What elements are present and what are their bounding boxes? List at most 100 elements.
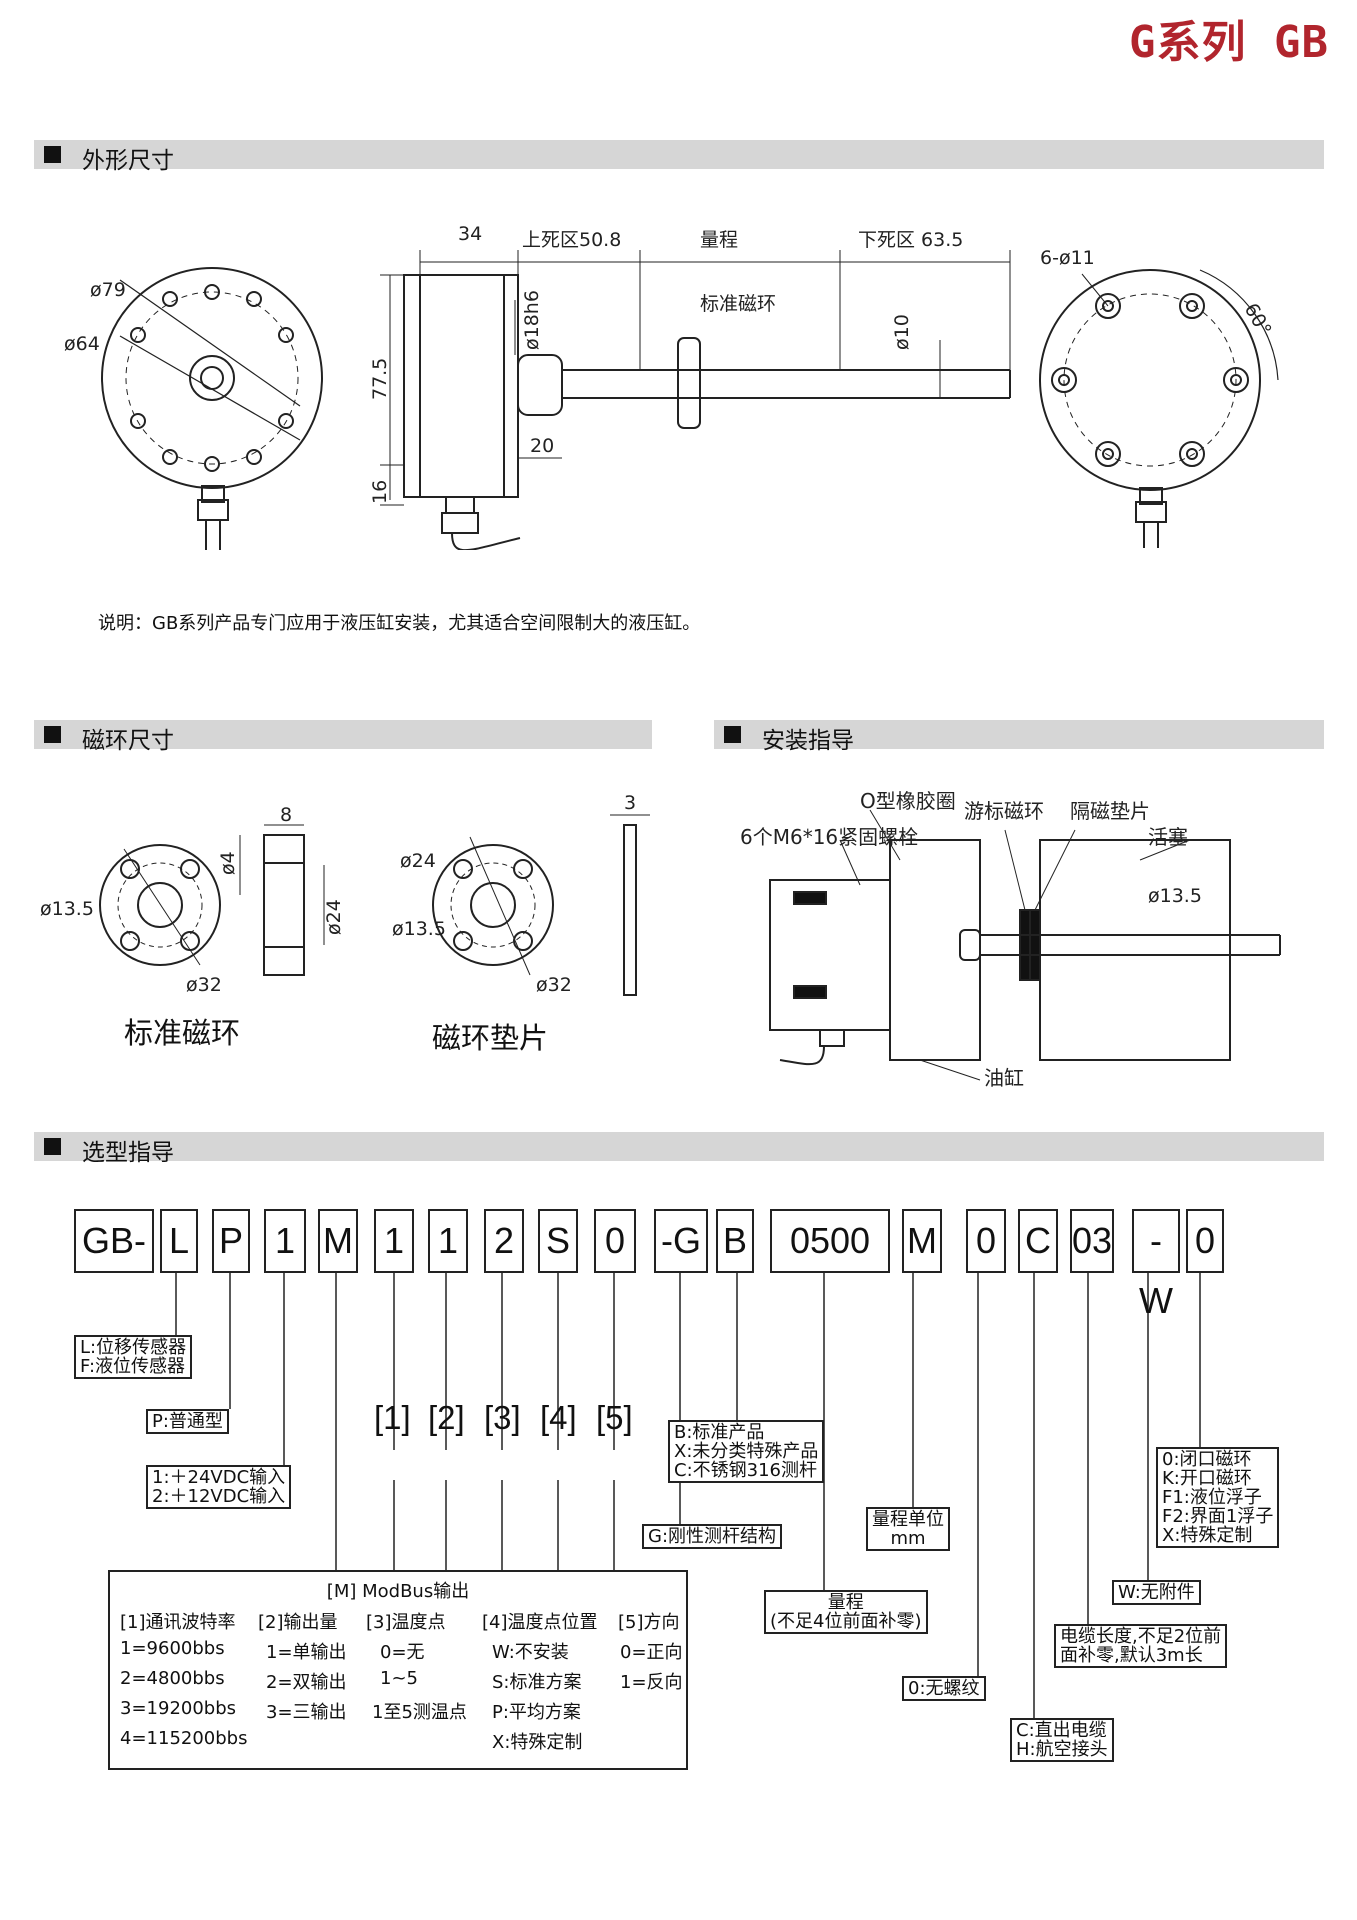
dim-77-5: 77.5 (369, 358, 391, 400)
bracket-3: [3] (484, 1399, 521, 1436)
modbus-header: [5]方向 (618, 1612, 680, 1633)
modbus-cell: 4=115200bbs (120, 1728, 248, 1749)
dim-d13-5-std: ø13.5 (40, 898, 94, 920)
code-segment: B (716, 1209, 754, 1273)
legend-cable: 电缆长度,不足2位前 面补零,默认3m长 (1054, 1624, 1228, 1668)
modbus-header: [2]输出量 (258, 1612, 338, 1633)
code-segment: -G (654, 1209, 708, 1273)
modbus-cell: 0=正向 (620, 1642, 683, 1663)
section-install-bar: 安装指导 (714, 720, 1324, 754)
legend-line: L:位移传感器 (80, 1337, 187, 1358)
label-oring: O型橡胶圈 (860, 789, 956, 813)
dim-34: 34 (458, 223, 482, 245)
bracket-4: [4] (540, 1399, 577, 1436)
dim-d32-pad: ø32 (536, 974, 572, 996)
section-bullet (44, 726, 61, 743)
modbus-header: [3]温度点 (366, 1612, 446, 1633)
legend-line: mm (890, 1528, 926, 1549)
code-segment: M (902, 1209, 942, 1273)
code-segment: 1 (428, 1209, 468, 1273)
code-segment: 0500 (770, 1209, 890, 1273)
legend-type: L:位移传感器 F:液位传感器 (74, 1335, 193, 1379)
back-flange-circle (1039, 269, 1261, 491)
legend-thread: 0:无螺纹 (902, 1676, 986, 1701)
legend-line: G:刚性测杆结构 (648, 1526, 777, 1547)
section-selection-title: 选型指导 (82, 1140, 174, 1166)
legend-line: C:不锈钢316测杆 (674, 1460, 817, 1481)
dim-w8: 8 (280, 804, 292, 826)
caption-std-ring: 标准磁环 (124, 1016, 241, 1050)
label-iso-pad: 隔磁垫片 (1070, 799, 1150, 823)
section-bullet (44, 1138, 61, 1155)
install-drawing: O型橡胶圈 6个M6*16紧固螺栓 游标磁环 隔磁垫片 活塞 ø13.5 油缸 (740, 789, 1281, 1090)
modbus-header: [4]温度点位置 (482, 1612, 598, 1633)
code-segment: C (1018, 1209, 1058, 1273)
code-segment: S (538, 1209, 578, 1273)
modbus-cell: 1=单输出 (266, 1642, 347, 1663)
modbus-cell: S:标准方案 (492, 1672, 582, 1693)
code-segment: 1 (264, 1209, 306, 1273)
modbus-cell: 1至5测温点 (372, 1702, 467, 1723)
legend-conn: C:直出电缆 H:航空接头 (1010, 1718, 1114, 1762)
label-std-ring: 标准磁环 (700, 293, 776, 315)
legend-line: C:直出电缆 (1016, 1720, 1107, 1741)
code-segment: 0 (1186, 1209, 1224, 1273)
legend-line: F:液位传感器 (80, 1356, 186, 1377)
note-text: 说明：GB系列产品专门应用于液压缸安装，尤其适合空间限制大的液压缸。 (98, 613, 701, 634)
modbus-cell: 2=双输出 (266, 1672, 347, 1693)
legend-line: F1:液位浮子 (1162, 1487, 1262, 1508)
label-cylinder: 油缸 (984, 1066, 1024, 1090)
modbus-cell: 2=4800bbs (120, 1668, 225, 1689)
modbus-cell: 1=9600bbs (120, 1638, 225, 1659)
dim-d24-std: ø24 (323, 899, 345, 935)
legend-b: B:标准产品 X:未分类特殊产品 C:不锈钢316测杆 (668, 1420, 825, 1483)
modbus-title: [M] ModBus输出 (326, 1581, 470, 1602)
legend-line: 量程 (827, 1592, 864, 1613)
flange-circle (101, 267, 323, 489)
legend-ring: 0:闭口磁环 K:开口磁环 F1:液位浮子 F2:界面1浮子 X:特殊定制 (1156, 1447, 1280, 1548)
modbus-header: [1]通讯波特率 (120, 1612, 236, 1633)
legend-line: 电缆长度,不足2位前 (1060, 1626, 1222, 1647)
legend-power: 1:＋24VDC输入 2:＋12VDC输入 (146, 1465, 292, 1509)
section-selection-bar: 选型指导 (34, 1132, 1324, 1166)
dim-upper-dead: 上死区50.8 (522, 229, 621, 251)
legend-line: F2:界面1浮子 (1162, 1506, 1274, 1527)
dim-20: 20 (530, 435, 554, 457)
dim-t3: 3 (624, 792, 636, 814)
legend-g: G:刚性测杆结构 (642, 1524, 783, 1549)
legend-line: 2:＋12VDC输入 (152, 1486, 286, 1507)
modbus-cell: W:不安装 (492, 1642, 569, 1663)
code-segment: L (160, 1209, 198, 1273)
legend-unit: 量程单位 mm (866, 1507, 950, 1551)
modbus-cell: 1=反向 (620, 1672, 683, 1693)
code-segment: M (318, 1209, 358, 1273)
section-outline-bar: 外形尺寸 (34, 140, 1324, 174)
bracket-2: [2] (428, 1399, 465, 1436)
outline-drawing: ø79 ø64 34 上死区50.8 量程 下死区 63.5 ø18h6 标准磁… (64, 223, 1279, 550)
label-float-ring: 游标磁环 (964, 799, 1044, 823)
legend-range: 量程 (不足4位前面补零) (764, 1590, 928, 1634)
modbus-cell: X:特殊定制 (492, 1732, 583, 1753)
dim-range: 量程 (700, 229, 738, 251)
legend-p: P:普通型 (146, 1409, 229, 1434)
section-install-title: 安装指导 (762, 728, 854, 754)
code-segment: GB- (74, 1209, 154, 1273)
label-piston: 活塞 (1148, 825, 1188, 849)
dim-d4: ø4 (217, 851, 239, 875)
code-segment: -W (1132, 1209, 1180, 1321)
bracket-1: [1] (374, 1399, 411, 1436)
modbus-cell: P:平均方案 (492, 1702, 581, 1723)
legend-line: K:开口磁环 (1162, 1468, 1252, 1489)
code-segment: P (212, 1209, 250, 1273)
section-bullet (724, 726, 741, 743)
dim-holes: 6-ø11 (1040, 247, 1095, 269)
dim-d79: ø79 (90, 279, 126, 301)
modbus-cell: 3=19200bbs (120, 1698, 237, 1719)
label-bolts: 6个M6*16紧固螺栓 (740, 825, 918, 849)
section-bullet (44, 146, 61, 163)
legend-line: X:未分类特殊产品 (674, 1441, 819, 1462)
legend-line: H:航空接头 (1016, 1739, 1108, 1760)
legend-line: P:普通型 (152, 1411, 223, 1432)
code-segment: 03 (1070, 1209, 1114, 1273)
legend-line: W:无附件 (1118, 1582, 1195, 1603)
